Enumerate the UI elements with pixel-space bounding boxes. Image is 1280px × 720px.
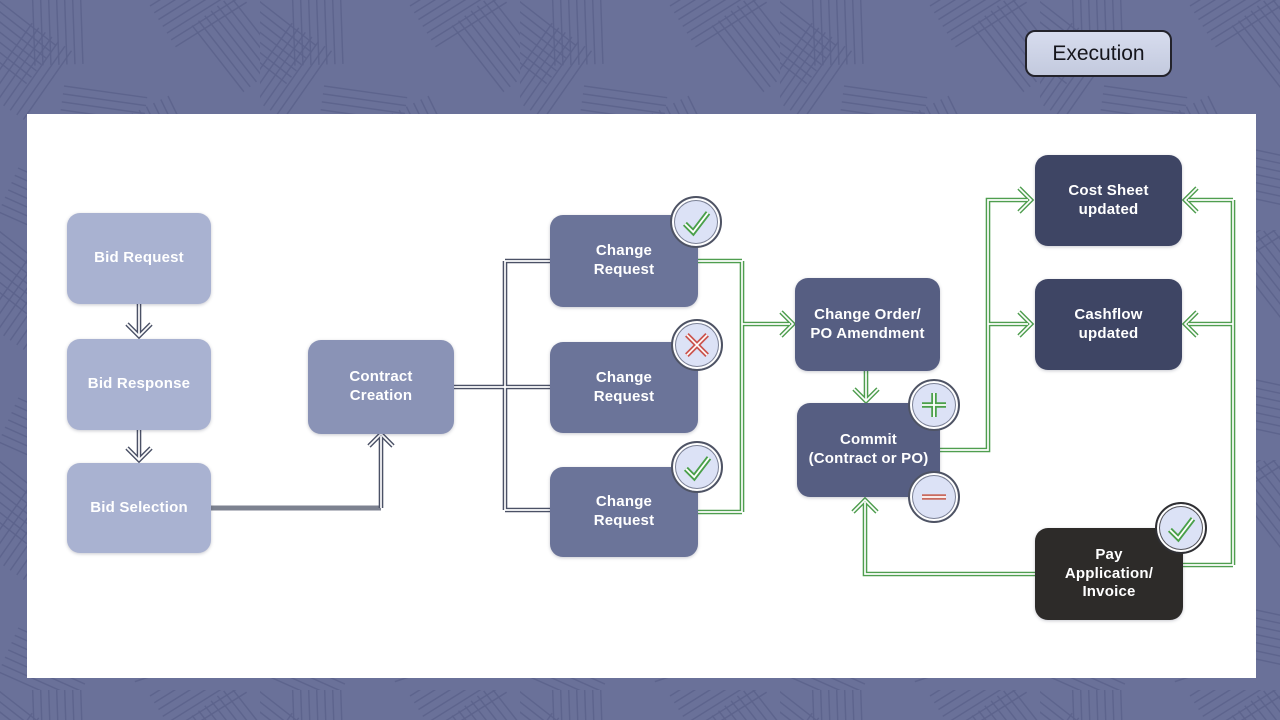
execution-tab: Execution (1025, 30, 1172, 77)
plus-icon (922, 393, 946, 417)
check-icon (682, 211, 711, 237)
check-icon (1167, 517, 1196, 543)
slide-canvas: Bid Request Bid Response Bid Selection C… (27, 114, 1256, 678)
node-cashflow-updated: Cashflow updated (1035, 279, 1182, 370)
node-pay-application-invoice: Pay Application/ Invoice (1035, 528, 1183, 620)
node-contract-creation: Contract Creation (308, 340, 454, 434)
approved-badge-bottom (671, 441, 723, 493)
node-bid-response: Bid Response (67, 339, 211, 430)
minus-icon (922, 494, 946, 500)
plus-badge (908, 379, 960, 431)
node-bid-selection: Bid Selection (67, 463, 211, 553)
node-cost-sheet-updated: Cost Sheet updated (1035, 155, 1182, 246)
connector-layer (125, 186, 1236, 577)
cross-icon (685, 333, 709, 357)
check-icon (683, 456, 712, 482)
node-change-order: Change Order/ PO Amendment (795, 278, 940, 371)
node-change-request-bottom: Change Request (550, 467, 698, 557)
approved-badge-top (670, 196, 722, 248)
rejected-badge (671, 319, 723, 371)
execution-tab-label: Execution (1052, 41, 1145, 65)
node-bid-request: Bid Request (67, 213, 211, 304)
minus-badge (908, 471, 960, 523)
paid-badge (1155, 502, 1207, 554)
